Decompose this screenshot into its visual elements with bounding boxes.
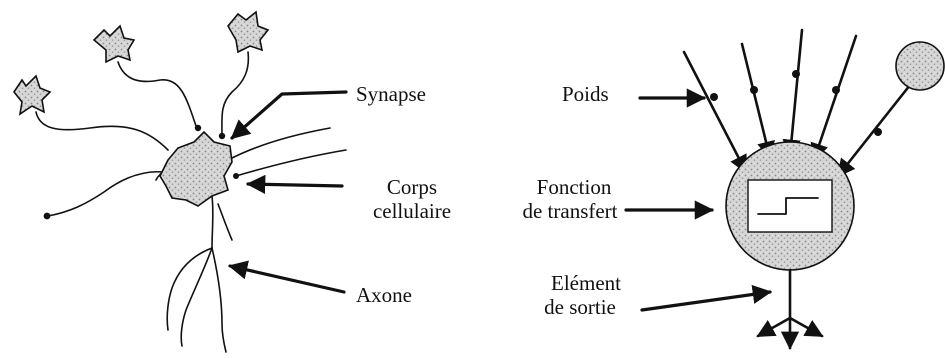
presynaptic-cell-2 <box>92 24 136 64</box>
step-function-icon <box>757 197 819 215</box>
input-source-neuron <box>895 41 945 91</box>
transfer-function-box <box>747 179 833 233</box>
transfer-function-label-line1: Fonction <box>537 175 612 199</box>
presynaptic-axon-2 <box>117 61 197 127</box>
artificial-neuron: Poids Fonction de transfert Elément de s… <box>522 28 945 350</box>
weight-dot-4 <box>832 86 840 94</box>
weights-label: Poids <box>562 82 609 106</box>
axon-branch-side <box>217 203 233 241</box>
presynaptic-axon-3 <box>221 51 250 135</box>
axon-trunk <box>211 195 214 249</box>
cell-body-arrow <box>246 174 344 194</box>
synapse-terminal-2 <box>218 132 226 140</box>
weight-dot-5 <box>874 128 882 136</box>
output-element-label-line2: de sortie <box>544 295 616 319</box>
cell-body-label-line2: cellulaire <box>373 199 451 223</box>
presynaptic-cell-1 <box>13 74 52 116</box>
biological-neuron: Synapse Corps cellulaire Axone <box>13 10 451 353</box>
axon-arrow <box>228 260 346 294</box>
dendrite-end-dot <box>43 212 51 220</box>
synapse-terminal-1 <box>194 124 202 132</box>
output-element-label-line1: Elément <box>551 271 621 295</box>
input-line-3 <box>782 28 804 158</box>
weighted-inputs <box>682 28 916 178</box>
cell-body-label-line1: Corps <box>387 175 437 199</box>
axon-terminal-mid <box>180 247 213 347</box>
input-line-4 <box>810 34 858 162</box>
weight-dot-2 <box>750 86 758 94</box>
input-line-1 <box>682 50 748 174</box>
weight-dot-1 <box>710 93 718 101</box>
axon-terminal-right <box>211 247 227 353</box>
cell-body <box>159 130 233 207</box>
axon-label: Axone <box>356 283 412 307</box>
dendrite-right-1 <box>231 127 331 159</box>
dendrite-right-2 <box>235 149 347 177</box>
input-line-5 <box>836 78 916 178</box>
output-branch-left <box>756 316 792 338</box>
synapse-arrow <box>230 90 348 140</box>
presynaptic-cell-3 <box>227 10 270 54</box>
output-branch-right <box>788 316 824 338</box>
output-element-arrow <box>640 284 772 312</box>
axon-terminal-left <box>166 247 213 331</box>
presynaptic-axon-1 <box>35 111 169 151</box>
synapse-terminal-3 <box>233 173 239 179</box>
synapse-label: Synapse <box>356 82 426 106</box>
input-line-2 <box>740 42 775 160</box>
transfer-function-label-line2: de transfert <box>522 199 617 223</box>
weight-dot-3 <box>792 70 800 78</box>
dendrite-long <box>47 170 165 217</box>
